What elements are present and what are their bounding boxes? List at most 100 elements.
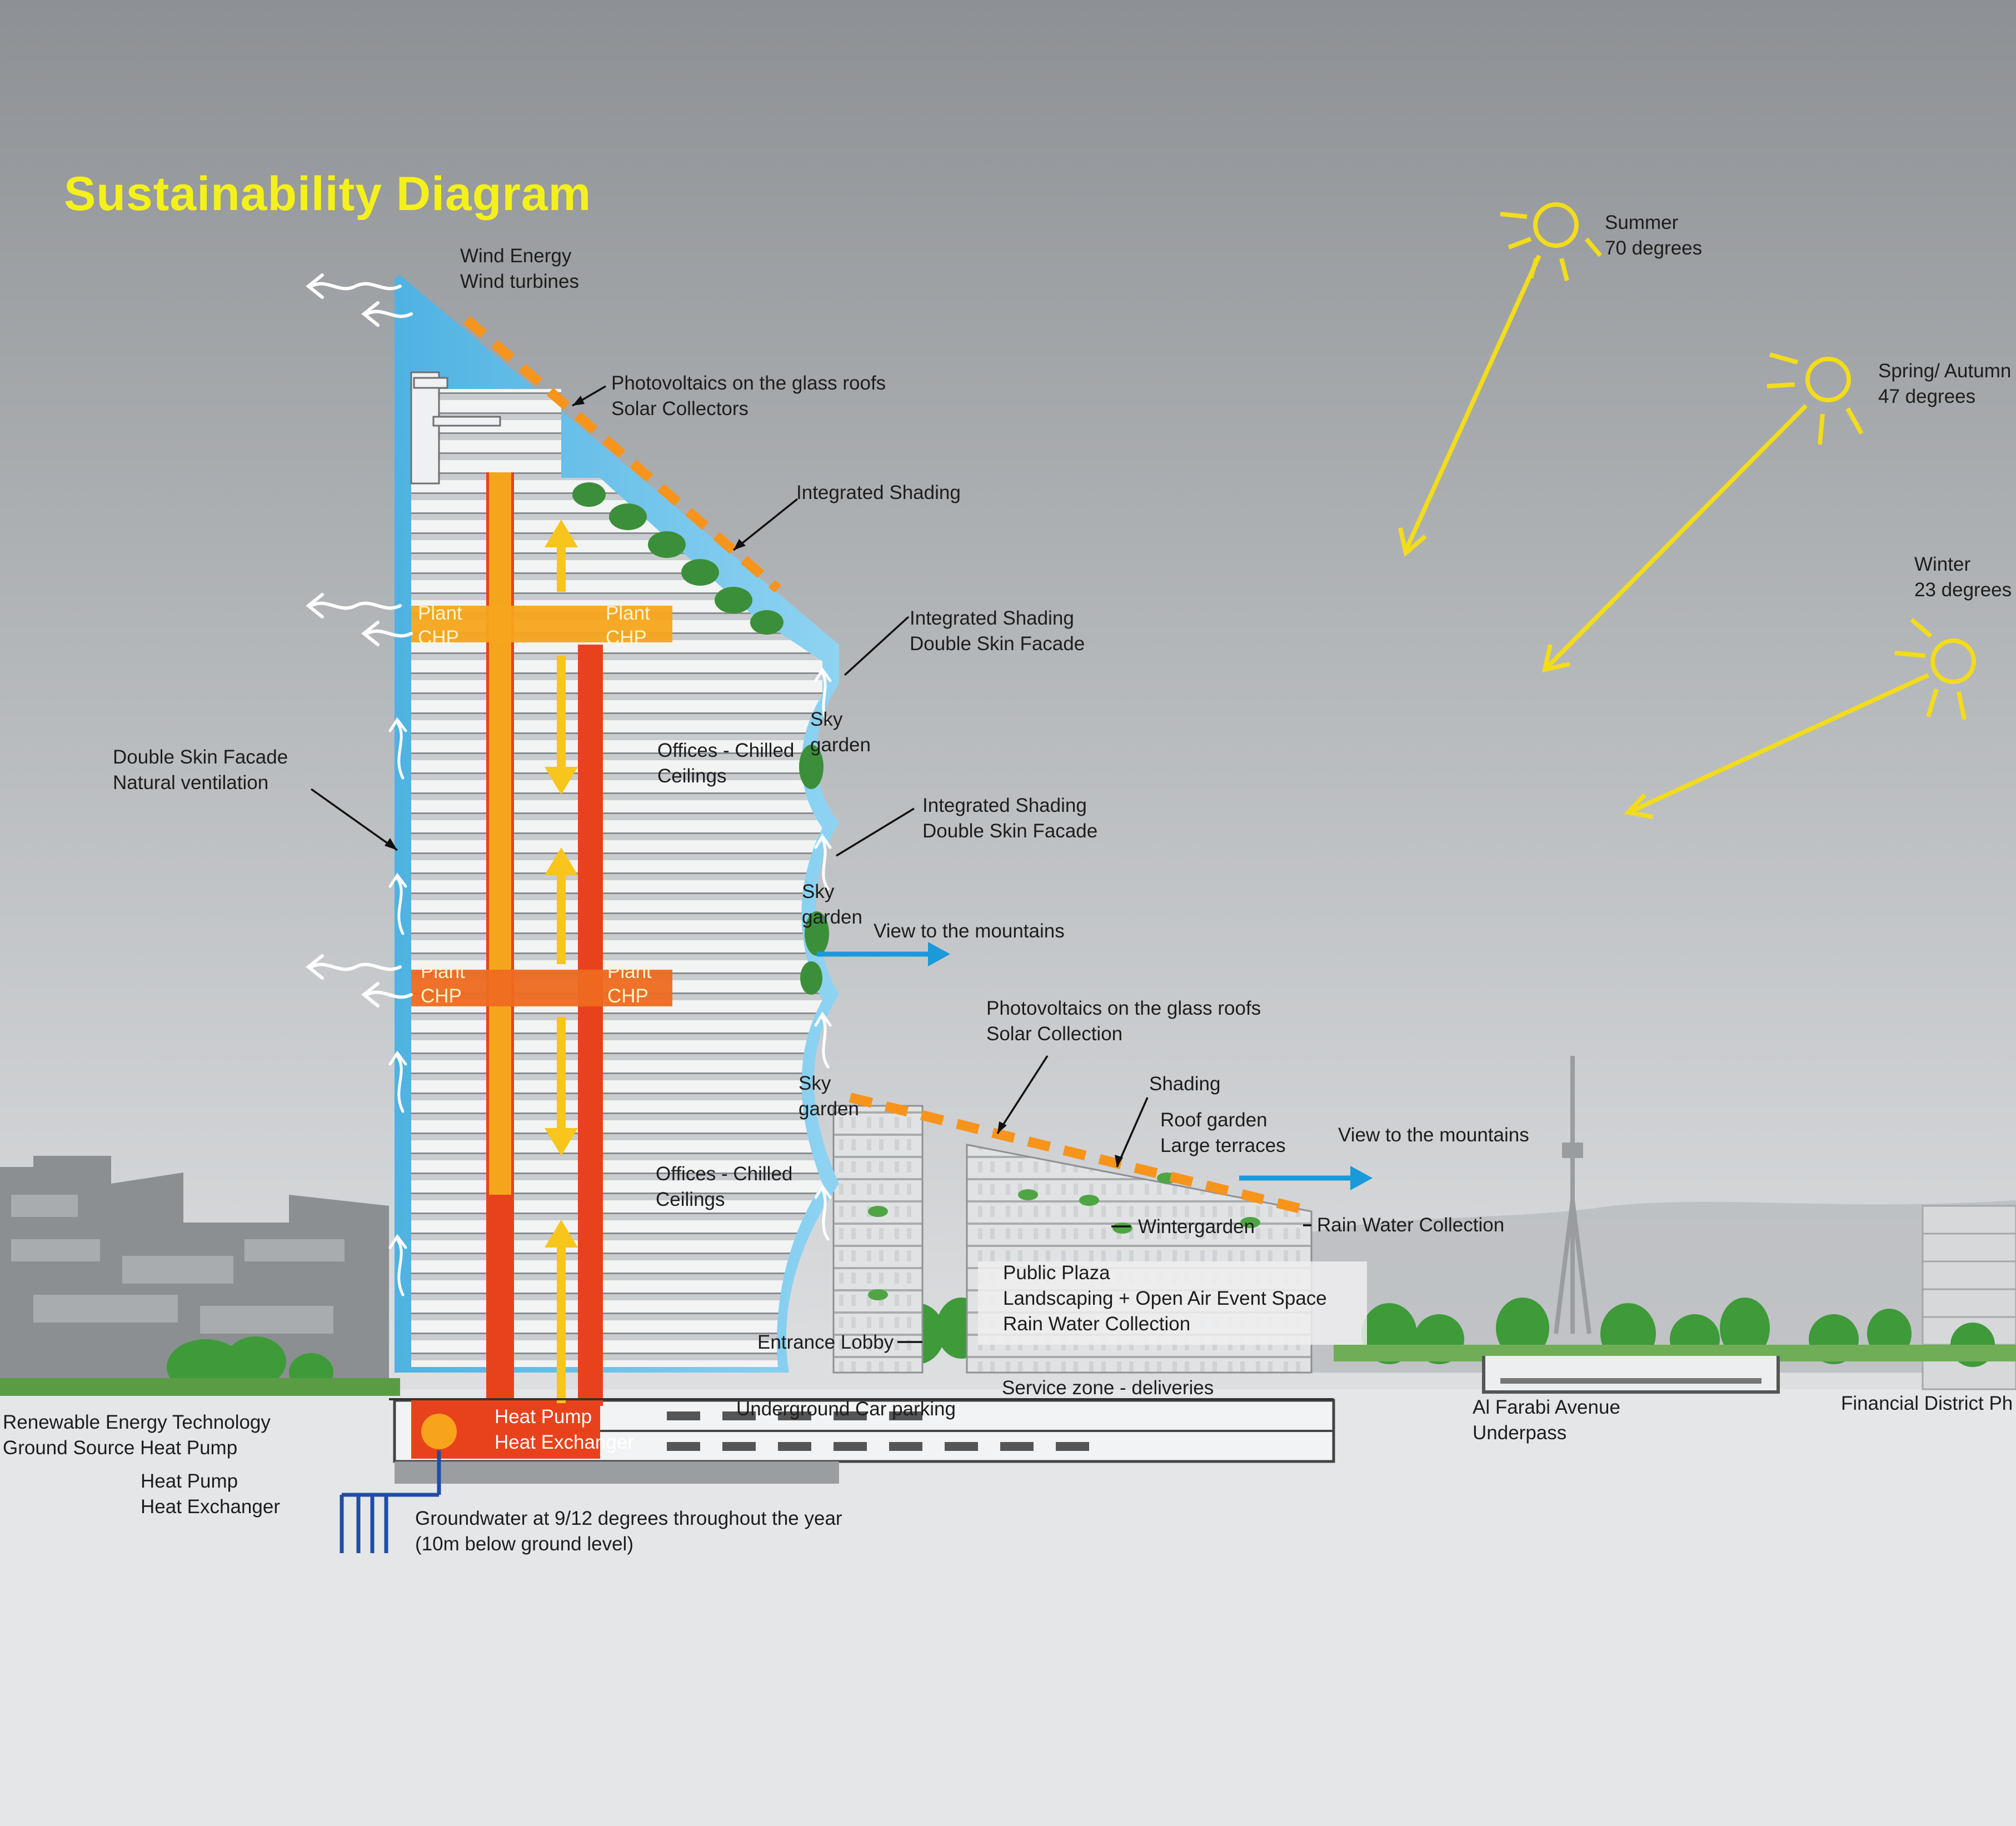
wind-energy-label: Wind Energy Wind turbines xyxy=(460,243,579,295)
view-arrows xyxy=(817,942,1373,1190)
sun-summer xyxy=(1398,202,1603,557)
integrated-shading-2-line-1: Integrated Shading xyxy=(910,607,1074,629)
public-plaza-label: Public Plaza Landscaping + Open Air Even… xyxy=(1003,1260,1327,1337)
groundwater-line-1: Groundwater at 9/12 degrees throughout t… xyxy=(415,1508,842,1529)
sky-garden-1-garden: garden xyxy=(810,734,871,756)
underpass-line-2: Underpass xyxy=(1473,1422,1567,1444)
sun-winter-name: Winter xyxy=(1914,553,1971,575)
sun-winter-angle: 23 degrees xyxy=(1914,579,2012,601)
sun-spring-angle: 47 degrees xyxy=(1878,386,1976,407)
sun-summer-angle: 70 degrees xyxy=(1605,237,1703,259)
integrated-shading-label-2: Integrated Shading Double Skin Facade xyxy=(910,606,1085,657)
integrated-shading-2-line-2: Double Skin Facade xyxy=(910,633,1085,655)
pv-top-line-2: Solar Collectors xyxy=(611,398,749,420)
roof-garden-line-2: Large terraces xyxy=(1160,1135,1286,1156)
offices-label-1: Offices - Chilled Ceilings xyxy=(657,738,794,789)
wind-arrows xyxy=(306,273,413,1007)
integrated-shading-3-line-2: Double Skin Facade xyxy=(922,820,1098,842)
ventilation-arrows xyxy=(388,667,832,1296)
integrated-shading-label-3: Integrated Shading Double Skin Facade xyxy=(922,793,1097,844)
wind-turbine-structure xyxy=(410,371,501,485)
plant-chp-4-line-2: CHP xyxy=(607,985,648,1007)
heat-pump-label: Heat Pump Heat Exchanger xyxy=(141,1469,280,1520)
sun-spring-name: Spring/ Autumn xyxy=(1878,360,2012,382)
view-mountains-label-2: View to the mountains xyxy=(1338,1124,1529,1146)
pv-roof-line-low xyxy=(849,1092,1302,1214)
groundwater-line-2: (10m below ground level) xyxy=(415,1533,633,1555)
plant-chp-label-2: Plant CHP xyxy=(606,601,650,650)
sky-garden-label-1: Sky garden xyxy=(810,707,842,732)
sky-garden-1-line-1: Sky xyxy=(810,709,843,730)
renewable-line-2: Ground Source Heat Pump xyxy=(3,1437,238,1459)
green-strip-left xyxy=(0,1378,400,1396)
pv-top-label: Photovoltaics on the glass roofs Solar C… xyxy=(611,371,886,422)
sky-garden-label-2: Sky garden xyxy=(802,879,862,930)
sun-summer-name: Summer xyxy=(1605,212,1679,233)
integrated-shading-3-line-1: Integrated Shading xyxy=(922,795,1087,816)
plant-chp-label-3: Plant CHP xyxy=(421,960,465,1009)
heat-pump-box-line-1: Heat Pump xyxy=(495,1406,592,1428)
double-skin-label: Double Skin Facade Natural ventilation xyxy=(113,745,288,796)
plant-chp-4-line-1: Plant xyxy=(607,961,652,982)
offices-2-line-1: Offices - Chilled xyxy=(656,1163,793,1185)
shading-label: Shading xyxy=(1149,1073,1221,1095)
heat-pump-box-line-2: Heat Exchanger xyxy=(495,1431,634,1453)
public-plaza-line-3: Rain Water Collection xyxy=(1003,1313,1191,1335)
underpass-line-1: Al Farabi Avenue xyxy=(1473,1396,1620,1418)
podium xyxy=(832,1105,1367,1374)
plant-chp-label-4: Plant CHP xyxy=(607,960,652,1009)
sun-spring-label: Spring/ Autumn 47 degrees xyxy=(1878,358,2011,410)
core-heat-arrows xyxy=(545,520,578,1403)
sun-winter xyxy=(1624,617,1976,819)
offices-label-2: Offices - Chilled Ceilings xyxy=(656,1161,792,1213)
renewable-line-1: Renewable Energy Technology xyxy=(3,1411,271,1433)
sky-garden-2-line-2: garden xyxy=(802,906,862,928)
page-title: Sustainability Diagram xyxy=(64,167,592,221)
leader-lines xyxy=(310,385,1311,1343)
sun-spring-icon xyxy=(1805,357,1851,402)
entrance-lobby-label: Entrance Lobby xyxy=(757,1331,894,1353)
sky-garden-label-3: Sky garden xyxy=(799,1071,859,1122)
plant-chp-1-line-1: Plant xyxy=(418,602,462,624)
pv-low-line-2: Solar Collection xyxy=(986,1023,1123,1045)
offices-1-line-1: Offices - Chilled xyxy=(657,740,795,761)
integrated-shading-label-1: Integrated Shading xyxy=(796,482,961,503)
double-skin-line-1: Double Skin Facade xyxy=(113,746,288,768)
underpass xyxy=(1482,1356,1780,1394)
rain-water-label: Rain Water Collection xyxy=(1317,1214,1505,1236)
plant-chp-1-line-2: CHP xyxy=(418,627,459,648)
pv-low-line-1: Photovoltaics on the glass roofs xyxy=(986,997,1261,1019)
offices-1-line-2: Ceilings xyxy=(657,765,727,787)
public-plaza-line-2: Landscaping + Open Air Event Space xyxy=(1003,1288,1327,1309)
tower-slope-greenery xyxy=(572,482,829,995)
roof-garden-label: Roof garden Large terraces xyxy=(1160,1107,1286,1159)
heat-pump-line-1: Heat Pump xyxy=(141,1470,238,1492)
renewable-energy-label: Renewable Energy Technology Ground Sourc… xyxy=(3,1410,271,1461)
plant-chp-3-line-2: CHP xyxy=(421,985,462,1007)
sky-garden-2-line-1: Sky xyxy=(802,881,835,902)
offices-2-line-2: Ceilings xyxy=(656,1189,725,1210)
wind-energy-line-1: Wind Energy xyxy=(460,245,572,267)
sky-garden-3-line-1: Sky xyxy=(799,1072,831,1094)
pv-top-line-1: Photovoltaics on the glass roofs xyxy=(611,372,886,394)
pv-roof-line-top xyxy=(463,316,781,593)
sun-summer-label: Summer 70 degrees xyxy=(1605,210,1702,261)
roof-garden-line-1: Roof garden xyxy=(1160,1109,1268,1131)
public-plaza-line-1: Public Plaza xyxy=(1003,1262,1110,1284)
energy-core xyxy=(411,472,672,1459)
underpass-label: Al Farabi Avenue Underpass xyxy=(1473,1395,1620,1446)
double-skin-line-2: Natural ventilation xyxy=(113,772,269,794)
wintergarden-label: Wintergarden xyxy=(1138,1216,1255,1238)
pv-low-label: Photovoltaics on the glass roofs Solar C… xyxy=(986,996,1261,1047)
service-zone-label: Service zone - deliveries xyxy=(1002,1377,1214,1399)
sun-winter-label: Winter 23 degrees xyxy=(1914,552,2012,603)
heat-pump-box-label: Heat Pump Heat Exchanger xyxy=(495,1404,634,1455)
heat-pump-line-2: Heat Exchanger xyxy=(141,1496,280,1518)
tv-tower xyxy=(1554,1056,1591,1334)
parking-label: Underground Car parking xyxy=(736,1398,956,1420)
financial-district-label: Financial District Ph xyxy=(1841,1393,2013,1414)
groundwater-label: Groundwater at 9/12 degrees throughout t… xyxy=(415,1506,842,1557)
sky-garden-3-line-2: garden xyxy=(799,1098,859,1120)
